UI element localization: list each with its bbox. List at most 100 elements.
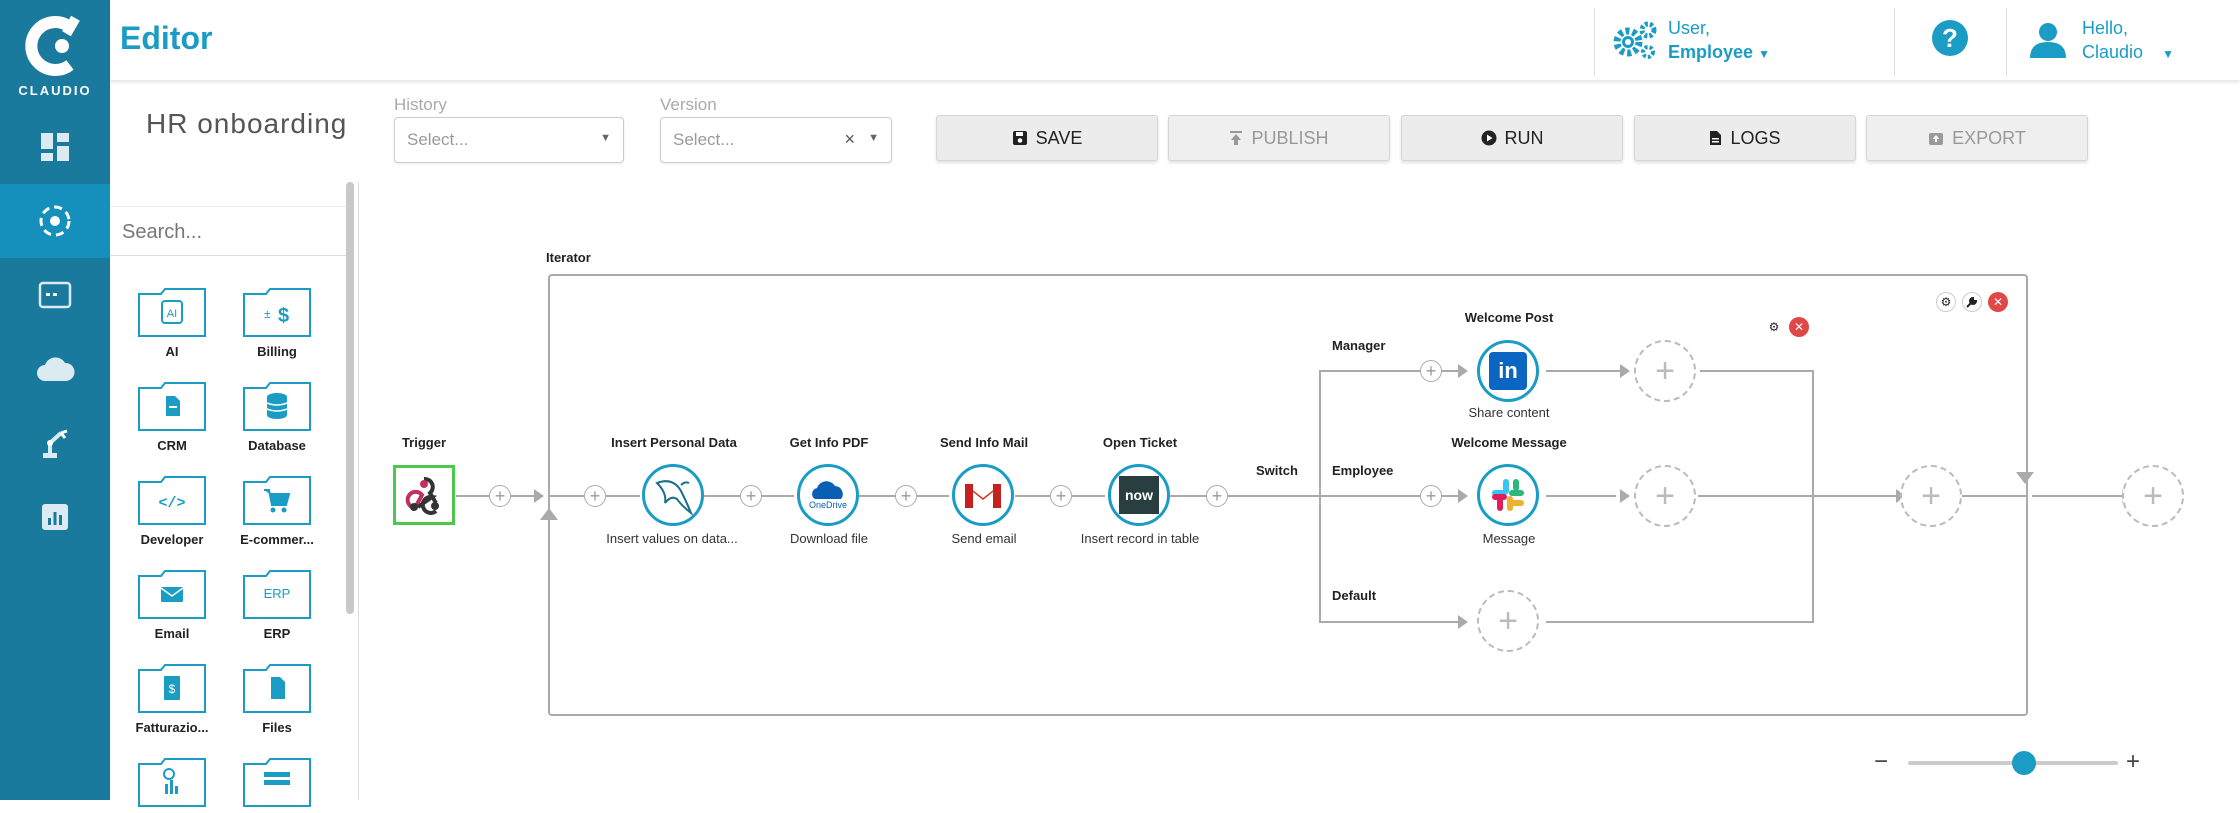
add-step-button[interactable]: + [1050, 485, 1072, 507]
add-step-button[interactable]: + [584, 485, 606, 507]
switch-settings-button[interactable]: ⚙ [1764, 317, 1784, 337]
upload-icon [1230, 131, 1243, 145]
user-menu[interactable]: Hello, Claudio ▼ [2028, 16, 2228, 66]
help-button[interactable]: ? [1932, 20, 1968, 56]
node-title: Insert Personal Data [611, 435, 737, 450]
onedrive-node[interactable]: OneDrive [797, 464, 859, 526]
palette-search-input[interactable]: Search... [110, 206, 348, 256]
palette-item-crm[interactable]: CRM [127, 380, 217, 453]
app-logo[interactable]: CLAUDIO [0, 0, 110, 110]
gmail-node[interactable] [952, 464, 1014, 526]
add-step-placeholder[interactable]: + [1634, 340, 1696, 402]
slack-node[interactable] [1477, 464, 1539, 526]
add-step-button[interactable]: + [740, 485, 762, 507]
ai-icon: AI [138, 288, 206, 337]
palette-item-fatturazione[interactable]: $ Fatturazio... [127, 662, 217, 735]
trigger-node[interactable] [393, 465, 455, 525]
mysql-node[interactable] [642, 464, 704, 526]
version-placeholder: Select... [673, 130, 735, 149]
arrow-down-icon [2016, 472, 2034, 484]
export-button[interactable]: EXPORT [1866, 115, 2088, 161]
palette-item-label: Fatturazio... [135, 720, 209, 735]
palette-item-label: Email [154, 626, 190, 641]
iterator-container[interactable] [548, 274, 2028, 716]
role-switcher[interactable]: User, Employee ▼ [1610, 16, 1780, 66]
gear-icon: ⚙ [1940, 295, 1952, 309]
clear-icon[interactable]: × [844, 129, 855, 149]
zoom-slider-thumb[interactable] [2011, 751, 2036, 775]
gear-icon: ⚙ [1768, 320, 1780, 334]
save-button[interactable]: SAVE [936, 115, 1158, 161]
role-line2: Employee [1668, 42, 1754, 62]
document-icon [1710, 131, 1722, 145]
publish-button[interactable]: PUBLISH [1168, 115, 1390, 161]
palette-item-analytics[interactable] [127, 756, 217, 808]
nav-editor[interactable] [0, 184, 110, 258]
email-icon [138, 570, 206, 619]
node-subtitle: Share content [1468, 405, 1550, 420]
palette-item-developer[interactable]: </> Developer [127, 474, 217, 547]
container-remove-button[interactable]: ✕ [1988, 292, 2008, 312]
add-step-button[interactable]: + [1206, 485, 1228, 507]
arrow-icon [1620, 364, 1630, 378]
history-select[interactable]: Select... ▼ [394, 117, 624, 163]
node-title: Open Ticket [1102, 435, 1178, 450]
node-title: Welcome Post [1464, 310, 1554, 325]
switch-remove-button[interactable]: ✕ [1789, 317, 1809, 337]
palette-item-erp[interactable]: ERP ERP [232, 568, 322, 641]
add-step-placeholder[interactable]: + [1634, 465, 1696, 527]
zoom-out-button[interactable]: − [1874, 748, 1889, 775]
add-step-placeholder[interactable]: + [1900, 465, 1962, 527]
palette-item-billing[interactable]: ±$ Billing [232, 286, 322, 359]
palette-item-ecommerce[interactable]: E-commer... [232, 474, 322, 547]
nav-console[interactable] [0, 258, 110, 332]
linkedin-node[interactable]: in [1477, 340, 1539, 402]
logs-button[interactable]: LOGS [1634, 115, 1856, 161]
claudio-logo-icon [25, 15, 80, 76]
linkedin-icon: in [1489, 352, 1527, 390]
nav-reports[interactable] [0, 480, 110, 554]
svg-text:±: ± [264, 307, 271, 321]
search-placeholder: Search... [122, 221, 203, 243]
palette-item-email[interactable]: Email [127, 568, 217, 641]
add-step-button[interactable]: + [1420, 485, 1442, 507]
add-step-button[interactable]: + [489, 485, 511, 507]
nav-cloud[interactable] [0, 332, 110, 406]
nav-robots[interactable] [0, 406, 110, 480]
zoom-in-button[interactable]: + [2126, 748, 2141, 775]
mysql-icon [655, 480, 694, 517]
connector [1170, 495, 1320, 497]
add-step-placeholder[interactable]: + [1477, 590, 1539, 652]
add-step-button[interactable]: + [895, 485, 917, 507]
run-button[interactable]: RUN [1401, 115, 1623, 161]
palette-item-forms[interactable] [232, 756, 322, 808]
servicenow-node[interactable]: now [1108, 464, 1170, 526]
nav-dashboard[interactable] [0, 110, 110, 184]
connector [1962, 495, 2026, 497]
connector [1546, 495, 1616, 497]
palette-item-database[interactable]: Database [232, 380, 322, 453]
greeting-text: Hello, Claudio ▼ [2082, 16, 2174, 66]
version-label: Version [660, 95, 717, 114]
code-icon: </> [138, 476, 206, 525]
user-avatar-icon [2030, 23, 2066, 58]
palette-scrollbar[interactable] [346, 182, 354, 614]
palette-item-label: E-commer... [240, 532, 314, 547]
add-step-placeholder[interactable]: + [2122, 465, 2184, 527]
divider [2006, 8, 2007, 76]
palette-item-ai[interactable]: AI AI [127, 286, 217, 359]
container-settings-button[interactable]: ⚙ [1936, 292, 1956, 312]
add-step-button[interactable]: + [1420, 360, 1442, 382]
logs-label: LOGS [1730, 127, 1781, 148]
cart-icon [243, 476, 311, 525]
history-placeholder: Select... [407, 130, 469, 149]
switch-bracket [1319, 370, 1321, 623]
arrow-icon [1620, 489, 1630, 503]
container-configure-button[interactable] [1962, 292, 1982, 312]
cloud-icon [37, 357, 75, 381]
version-select[interactable]: Select... × ▼ [660, 117, 892, 163]
svg-text:$: $ [169, 682, 176, 696]
arrow-icon [1458, 615, 1468, 629]
node-subtitle: Insert values on data... [606, 531, 738, 546]
palette-item-files[interactable]: Files [232, 662, 322, 735]
